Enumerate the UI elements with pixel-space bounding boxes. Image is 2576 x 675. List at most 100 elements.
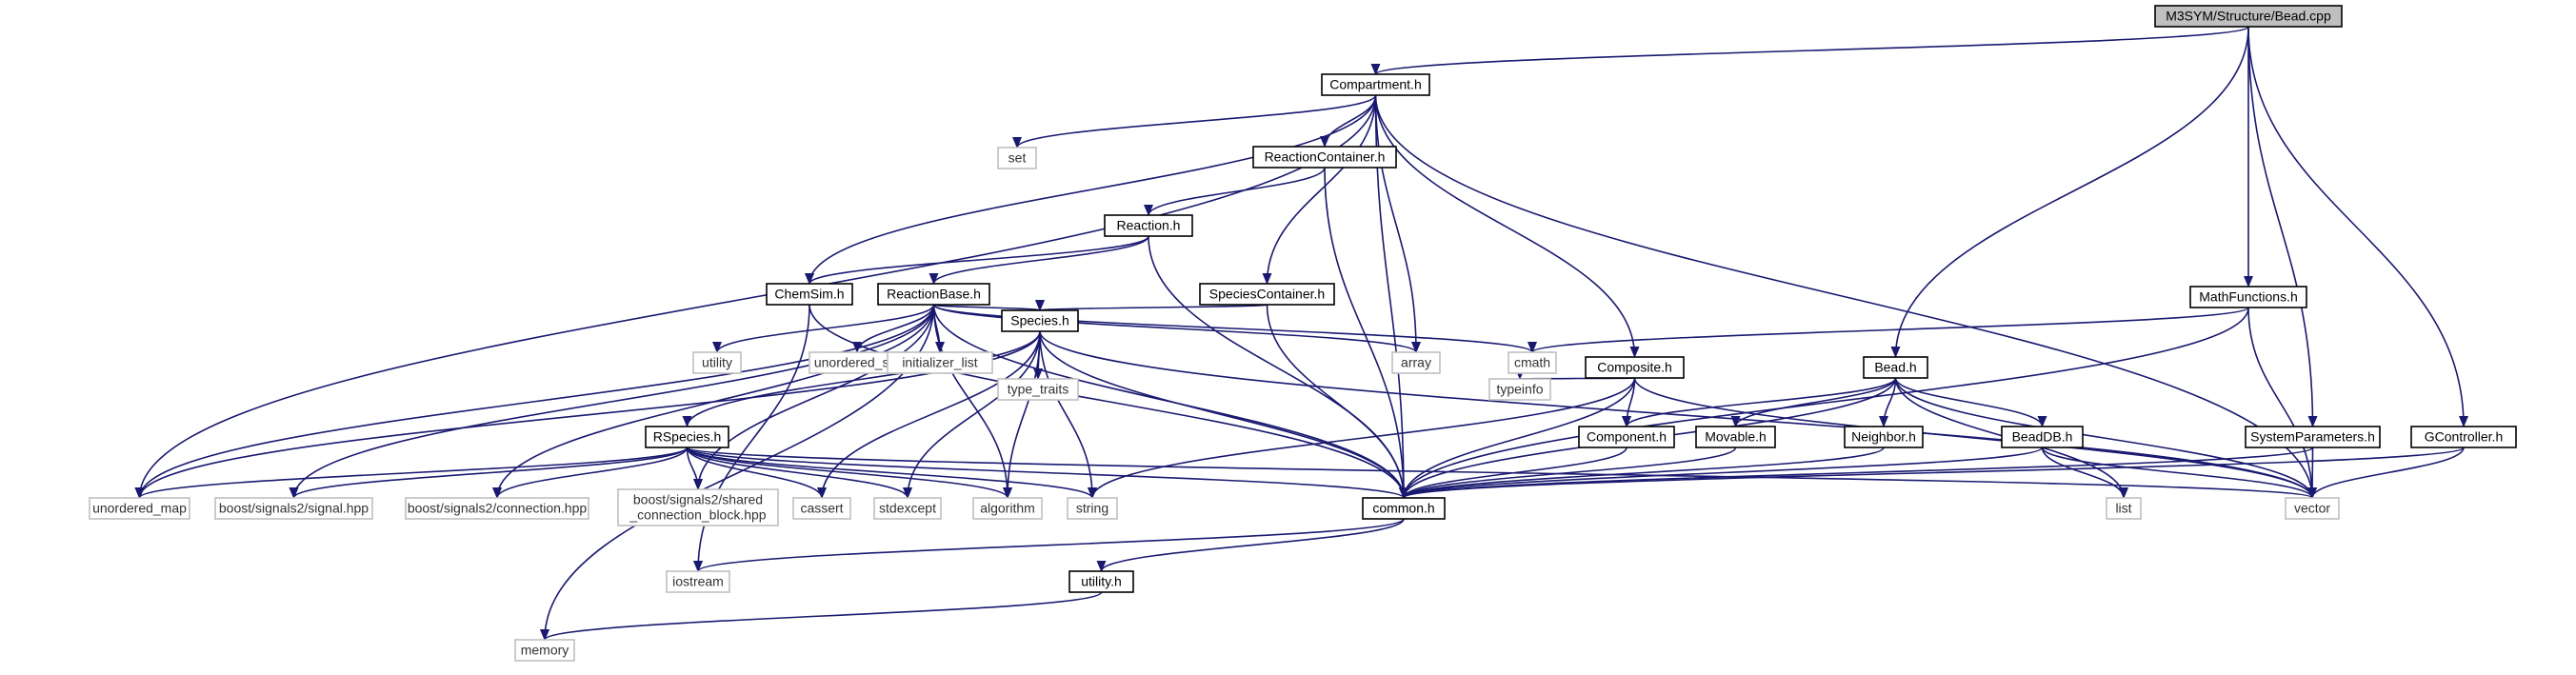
edge-reaction_h-to-reactionbase_h bbox=[929, 235, 1149, 285]
node-reactioncontainer-h[interactable]: ReactionContainer.h bbox=[1252, 146, 1397, 169]
node-type-traits: type_traits bbox=[997, 378, 1079, 401]
node-label: iostream bbox=[672, 574, 724, 589]
node-label: SpeciesContainer.h bbox=[1209, 287, 1325, 302]
node-label: initializer_list bbox=[902, 355, 977, 370]
node-label: unordered_set bbox=[814, 355, 900, 370]
node-initializer-list: initializer_list bbox=[887, 351, 993, 374]
edge-mathfunctions_h-to-vector bbox=[2247, 307, 2317, 499]
edge-species_h-to-algorithm bbox=[1003, 330, 1041, 499]
node-speciescontainer-h[interactable]: SpeciesContainer.h bbox=[1199, 283, 1335, 306]
edge-movable_h-to-common_h bbox=[1399, 447, 1737, 499]
edge-reactioncontainer_h-to-reaction_h bbox=[1144, 167, 1326, 216]
node-label: boost/signals2/connection.hpp bbox=[408, 501, 588, 516]
node-reaction-h[interactable]: Reaction.h bbox=[1104, 214, 1193, 237]
edge-gcontroller_h-to-common_h bbox=[1399, 447, 2465, 499]
edge-reactionbase_h-to-algorithm bbox=[932, 304, 1012, 499]
edge-reactioncontainer_h-to-common_h bbox=[1324, 167, 1408, 499]
edge-compartment_h-to-speciescontainer_h bbox=[1262, 94, 1377, 285]
edge-compartment_h-to-set bbox=[1012, 94, 1377, 149]
node-label: memory bbox=[521, 643, 569, 658]
edge-reactionbase_h-to-cmath bbox=[932, 304, 1537, 353]
node-gcontroller-h[interactable]: GController.h bbox=[2410, 426, 2517, 448]
node-component-h[interactable]: Component.h bbox=[1578, 426, 1675, 448]
node-chemsim-h[interactable]: ChemSim.h bbox=[766, 283, 853, 306]
node-label: Bead.h bbox=[1874, 360, 1916, 375]
node-label: Movable.h bbox=[1705, 429, 1767, 445]
edge-bead_cpp-to-bead_h bbox=[1890, 26, 2249, 358]
node-beaddb-h[interactable]: BeadDB.h bbox=[2001, 426, 2084, 448]
edge-systemparameters_h-to-vector bbox=[2307, 447, 2318, 499]
node-label: Component.h bbox=[1587, 429, 1667, 445]
node-box bbox=[1578, 426, 1675, 448]
edge-bead_h-to-vector bbox=[1894, 377, 2317, 499]
node-label: boost/signals2/signal.hpp bbox=[219, 501, 369, 516]
node-label: Neighbor.h bbox=[1851, 429, 1916, 445]
node-algorithm: algorithm bbox=[972, 497, 1043, 520]
edge-species_h-to-stdexcept bbox=[903, 330, 1041, 499]
node-unordered-map: unordered_map bbox=[89, 497, 190, 520]
edge-compartment_h-to-composite_h bbox=[1374, 94, 1640, 358]
node-movable-h[interactable]: Movable.h bbox=[1695, 426, 1776, 448]
node-rspecies-h[interactable]: RSpecies.h bbox=[645, 426, 729, 448]
node-stdexcept: stdexcept bbox=[873, 497, 942, 520]
node-utility-h[interactable]: utility.h bbox=[1068, 570, 1134, 593]
edge-compartment_h-to-unordered_map bbox=[134, 94, 1377, 499]
edge-reactionbase_h-to-utility bbox=[712, 304, 935, 353]
node-label: algorithm bbox=[980, 501, 1035, 516]
node-box bbox=[1695, 426, 1776, 448]
node-box bbox=[792, 497, 851, 520]
node-label: Composite.h bbox=[1597, 360, 1672, 375]
edge-reaction_h-to-chemsim_h bbox=[805, 235, 1149, 285]
node-label: array bbox=[1401, 355, 1431, 370]
node-compartment-h[interactable]: Compartment.h bbox=[1321, 73, 1430, 96]
edge-rspecies_h-to-string bbox=[686, 447, 1097, 499]
node-signal-hpp: boost/signals2/signal.hpp bbox=[214, 497, 373, 520]
node-box bbox=[666, 570, 730, 593]
edge-reactionbase_h-to-species_h bbox=[932, 299, 1045, 311]
node-set: set bbox=[997, 147, 1037, 169]
edge-beaddb_h-to-common_h bbox=[1399, 447, 2044, 499]
node-box bbox=[1199, 283, 1335, 306]
node-label: ReactionBase.h bbox=[887, 287, 981, 302]
node-mathfunctions-h[interactable]: MathFunctions.h bbox=[2189, 286, 2307, 308]
edge-gcontroller_h-to-vector bbox=[2307, 447, 2465, 499]
node-label: _connection_block.hpp bbox=[629, 507, 766, 523]
node-bead-cpp[interactable]: M3SYM/Structure/Bead.cpp bbox=[2154, 5, 2343, 28]
node-label: type_traits bbox=[1008, 382, 1069, 397]
node-box bbox=[1001, 309, 1079, 332]
node-box bbox=[1252, 146, 1397, 169]
node-box bbox=[1844, 426, 1924, 448]
edge-utility_h-to-memory bbox=[540, 591, 1103, 641]
node-box bbox=[873, 497, 942, 520]
node-connection-hpp: boost/signals2/connection.hpp bbox=[405, 497, 589, 520]
edge-bead_h-to-beaddb_h bbox=[1894, 377, 2047, 427]
node-box bbox=[1508, 351, 1557, 374]
node-box bbox=[617, 488, 779, 526]
edge-species_h-to-common_h bbox=[1039, 330, 1408, 499]
node-utility: utility bbox=[692, 351, 742, 374]
node-neighbor-h[interactable]: Neighbor.h bbox=[1844, 426, 1924, 448]
edge-beaddb_h-to-vector bbox=[2041, 447, 2317, 499]
edge-bead_cpp-to-systemparameters_h bbox=[2247, 26, 2318, 427]
node-label: unordered_map bbox=[92, 501, 187, 516]
node-species-h[interactable]: Species.h bbox=[1001, 309, 1079, 332]
node-box bbox=[972, 497, 1043, 520]
edge-rspecies_h-to-connection_hpp bbox=[492, 447, 689, 499]
node-label: M3SYM/Structure/Bead.cpp bbox=[2166, 9, 2331, 24]
node-systemparameters-h[interactable]: SystemParameters.h bbox=[2245, 426, 2381, 448]
node-label: MathFunctions.h bbox=[2199, 289, 2298, 305]
node-box bbox=[692, 351, 742, 374]
node-box bbox=[887, 351, 993, 374]
edge-species_h-to-vector bbox=[1039, 330, 2317, 499]
node-box bbox=[1068, 570, 1134, 593]
node-bead-h[interactable]: Bead.h bbox=[1863, 356, 1928, 379]
node-box bbox=[766, 283, 853, 306]
node-list: list bbox=[2106, 497, 2142, 520]
node-common-h[interactable]: common.h bbox=[1362, 497, 1446, 520]
node-string: string bbox=[1067, 497, 1118, 520]
node-reactionbase-h[interactable]: ReactionBase.h bbox=[877, 283, 990, 306]
edge-composite_h-to-vector bbox=[1633, 377, 2317, 499]
node-box bbox=[877, 283, 990, 306]
node-cmath: cmath bbox=[1508, 351, 1557, 374]
node-composite-h[interactable]: Composite.h bbox=[1585, 356, 1685, 379]
